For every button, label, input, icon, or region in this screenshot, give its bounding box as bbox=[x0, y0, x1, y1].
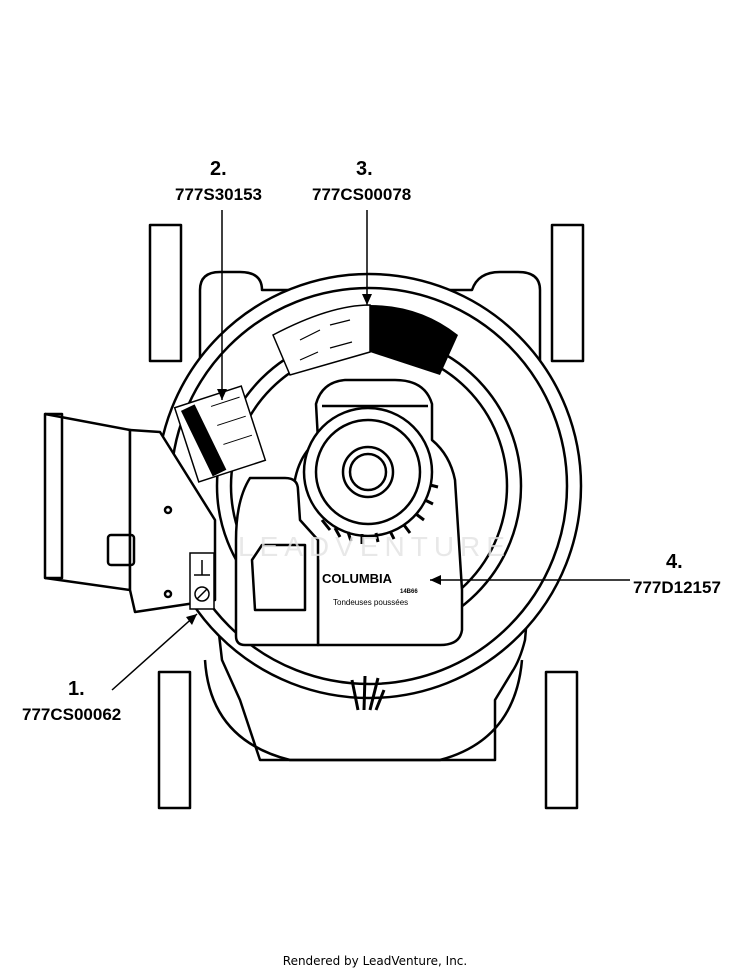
arrow-head-1 bbox=[186, 614, 197, 625]
rear-handle-base bbox=[203, 659, 524, 762]
grass-logo bbox=[350, 675, 386, 711]
callout-1-part: 777CS00062 bbox=[22, 705, 121, 724]
chute-rim bbox=[45, 412, 64, 580]
recoil-starter-mid bbox=[314, 418, 422, 526]
arrow-head-4 bbox=[430, 575, 441, 585]
callout-4-part: 777D12157 bbox=[633, 578, 721, 597]
recoil-starter-hub bbox=[341, 445, 395, 499]
mount-bolt-bottom bbox=[163, 589, 173, 599]
engine-model: 14B66 bbox=[400, 589, 418, 595]
wheel-rear-left bbox=[157, 670, 192, 810]
decal-safety-warning bbox=[173, 385, 267, 483]
callout-2-part: 777S30153 bbox=[175, 185, 262, 204]
recoil-starter-outer bbox=[302, 406, 434, 538]
callout-1-number: 1. bbox=[68, 678, 85, 700]
fan-vanes bbox=[320, 483, 439, 544]
callout-2-number: 2. bbox=[210, 158, 227, 180]
engine-brand: COLUMBIA bbox=[322, 571, 393, 586]
decal-chute-icons bbox=[189, 552, 215, 610]
wheel-front-right bbox=[550, 223, 585, 363]
engine-subtitle: Tondeuses poussées bbox=[333, 598, 408, 607]
arrow-head-3 bbox=[362, 294, 372, 305]
watermark: LEADVENTURE bbox=[238, 531, 511, 562]
discharge-chute bbox=[43, 412, 132, 592]
arrow-head-2 bbox=[217, 389, 227, 400]
wheel-front-left bbox=[148, 223, 183, 363]
mount-bolt-top bbox=[163, 505, 173, 515]
leader-line-1 bbox=[111, 613, 198, 691]
callout-4-number: 4. bbox=[666, 551, 683, 573]
decal-operator-instructions bbox=[272, 304, 458, 376]
chute-slot bbox=[106, 533, 136, 567]
callout-3-part: 777CS00078 bbox=[312, 185, 411, 204]
footer-credit: Rendered by LeadVenture, Inc. bbox=[282, 954, 468, 968]
callout-3-number: 3. bbox=[356, 158, 373, 180]
fuel-tank-inner bbox=[250, 543, 307, 612]
fuel-tank bbox=[234, 476, 320, 647]
wheel-rear-right bbox=[544, 670, 579, 810]
recoil-starter-center bbox=[348, 452, 388, 492]
